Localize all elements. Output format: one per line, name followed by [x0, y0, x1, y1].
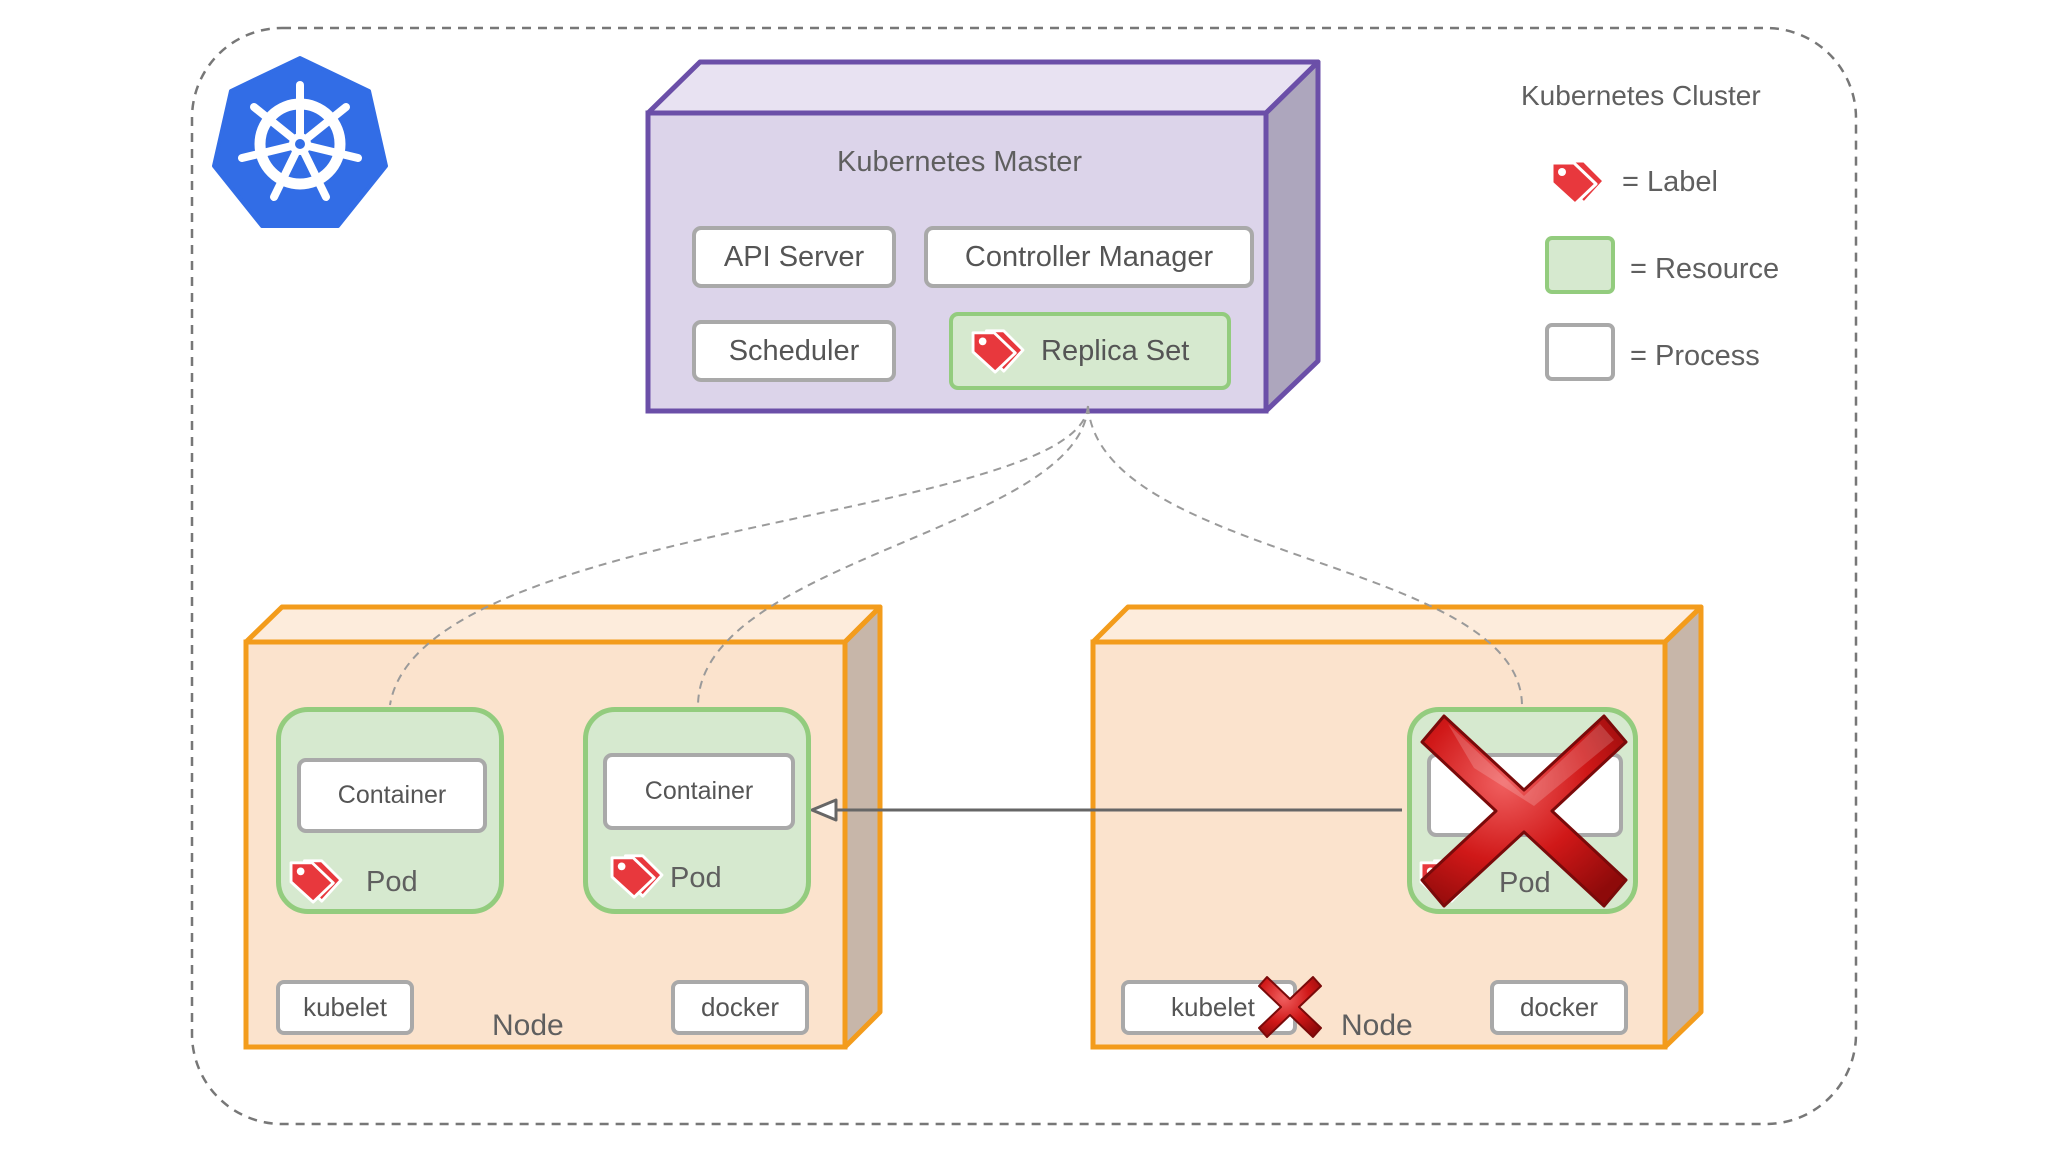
api-server-process: API Server	[692, 226, 896, 288]
failed-pod-label: Pod	[1499, 867, 1551, 899]
legend-process-swatch	[1545, 323, 1615, 381]
kubelet-left-label: kubelet	[303, 992, 387, 1022]
master-title: Kubernetes Master	[837, 146, 1083, 178]
legend-resource-text: = Resource	[1630, 253, 1780, 285]
legend-resource-swatch	[1545, 236, 1615, 294]
container-1-label: Container	[337, 781, 447, 809]
docker-process-right: docker	[1490, 980, 1628, 1035]
docker-right-label: docker	[1519, 992, 1599, 1022]
docker-process-left: docker	[671, 980, 809, 1035]
label-tag-icon	[971, 329, 1025, 374]
replica-connectors	[389, 405, 1523, 706]
container-2: Container	[603, 753, 795, 830]
scheduler-label: Scheduler	[728, 334, 860, 367]
legend-process-text: = Process	[1630, 340, 1760, 372]
kubernetes-logo-icon	[212, 56, 388, 228]
node-right-title: Node	[1341, 1009, 1413, 1042]
label-tag-icon	[610, 854, 664, 899]
replica-set-resource: Replica Set	[949, 312, 1231, 390]
node-left-title: Node	[492, 1009, 564, 1042]
reschedule-arrow	[810, 798, 1402, 822]
docker-left-label: docker	[700, 992, 780, 1022]
kubelet-process-left: kubelet	[276, 980, 414, 1035]
label-tag-icon	[1550, 159, 1606, 206]
controller-manager-process: Controller Manager	[924, 226, 1254, 288]
container-1: Container	[297, 758, 487, 833]
pod-1: Container Pod	[276, 707, 504, 914]
cluster-title: Kubernetes Cluster	[1521, 80, 1761, 111]
scheduler-process: Scheduler	[692, 320, 896, 382]
replica-set-label: Replica Set	[1041, 334, 1190, 367]
pod-1-label: Pod	[366, 866, 418, 898]
node-right-box	[1090, 604, 1704, 1050]
failure-x-icon	[1420, 714, 1628, 908]
kubelet-right-label: kubelet	[1171, 992, 1255, 1022]
controller-manager-label: Controller Manager	[964, 240, 1214, 273]
pod-2: Container Pod	[583, 707, 811, 914]
legend-label-text: = Label	[1622, 166, 1718, 198]
cluster-boundary	[190, 26, 1858, 1126]
container-2-label: Container	[644, 777, 754, 805]
pod-2-label: Pod	[670, 862, 722, 894]
label-tag-icon	[289, 859, 343, 904]
kubelet-failure-x-icon	[1258, 976, 1322, 1038]
api-server-label: API Server	[723, 240, 865, 273]
